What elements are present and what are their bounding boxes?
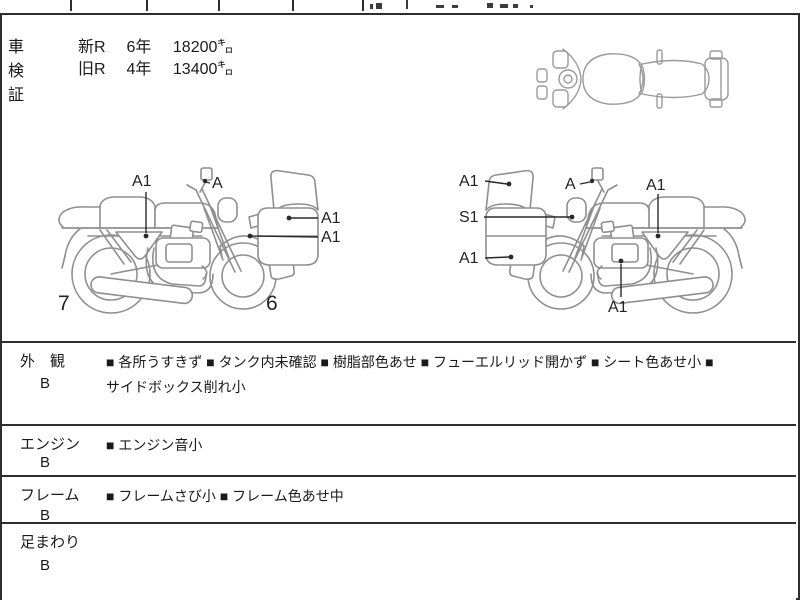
header-text-fragment — [436, 5, 444, 8]
section-engine-label: エンジン — [20, 436, 81, 453]
header-text-fragment — [452, 5, 458, 8]
certificate-label: 車検証 — [8, 39, 27, 104]
header-text-fragment — [487, 3, 493, 8]
section-exterior-grade: B — [40, 375, 51, 392]
right-label-headlight: S1 — [459, 209, 479, 226]
defect-line: ■ エンジン音小 — [106, 437, 203, 453]
left-label-tank-area: A1 — [132, 173, 152, 190]
defect-line: ■ 各所うすきず ■ タンク内未確認 ■ 樹脂部色あせ ■ フューエルリッド開か… — [106, 354, 714, 370]
left-number-7: 7 — [58, 292, 70, 315]
header-text-fragment — [530, 5, 533, 8]
section-frame: フレーム B ■ フレームさび小 ■ フレーム色あせ中 — [2, 475, 796, 524]
right-label-mirror: A — [565, 176, 576, 193]
section-frame-label: フレーム — [20, 487, 80, 504]
motorcycle-left-side-view — [58, 167, 319, 314]
year-old: 4年 — [126, 61, 152, 78]
year-new: 6年 — [126, 39, 152, 56]
right-label-cowl: A1 — [459, 250, 479, 267]
left-number-6: 6 — [266, 292, 278, 315]
header-text-fragment — [370, 4, 373, 9]
section-undercarriage: 足まわり B — [2, 522, 796, 600]
right-label-side-cover: A1 — [646, 177, 666, 194]
header-divider — [70, 0, 72, 11]
right-diagram-callout-dots — [506, 178, 661, 264]
section-exterior-label: 外 観 — [20, 353, 66, 370]
header-text-fragment — [376, 3, 382, 9]
right-diagram-callout-lines — [484, 180, 659, 297]
left-label-cowl-bottom: A1 — [321, 229, 341, 246]
left-diagram-callout-lines — [145, 181, 319, 238]
section-frame-content: ■ フレームさび小 ■ フレーム色あせ中 — [106, 484, 790, 509]
left-diagram-callout-dots — [143, 178, 292, 239]
left-label-cowl-top: A1 — [321, 210, 341, 227]
defect-line: ■ フレームさび小 ■ フレーム色あせ中 — [106, 488, 344, 504]
header-text-fragment — [500, 4, 508, 8]
certificate-rows: 新R 6年 18200㌔ 旧R 4年 13400㌔ — [78, 33, 338, 78]
defect-line: サイドボックス削れ小 — [106, 379, 246, 395]
era-new: 新R — [78, 39, 106, 56]
era-old: 旧R — [78, 61, 106, 78]
section-exterior-content: ■ 各所うすきず ■ タンク内未確認 ■ 樹脂部色あせ ■ フューエルリッド開か… — [106, 350, 790, 400]
section-engine-content: ■ エンジン音小 — [106, 433, 790, 458]
right-label-engine: A1 — [608, 299, 628, 316]
certificate-row-new: 新R 6年 18200㌔ — [78, 33, 338, 56]
right-label-windscreen: A1 — [459, 173, 479, 190]
header-divider — [218, 0, 220, 11]
section-exterior: 外 観 B ■ 各所うすきず ■ タンク内未確認 ■ 樹脂部色あせ ■ フューエ… — [2, 341, 796, 424]
left-label-mirror: A — [212, 175, 223, 192]
certificate-row-old: 旧R 4年 13400㌔ — [78, 55, 338, 78]
section-undercarriage-label: 足まわり — [20, 534, 81, 551]
section-engine-grade: B — [40, 454, 51, 471]
mileage-old: 13400㌔ — [172, 61, 234, 78]
header-divider — [146, 0, 148, 11]
header-text-fragment — [513, 4, 518, 8]
section-undercarriage-grade: B — [40, 557, 51, 574]
header-divider — [292, 0, 294, 11]
section-frame-grade: B — [40, 507, 51, 524]
header-text-fragment — [406, 0, 408, 9]
header-divider — [362, 0, 364, 11]
motorcycle-right-side-view — [485, 167, 746, 314]
section-engine: エンジン B ■ エンジン音小 — [2, 424, 796, 475]
mileage-new: 18200㌔ — [172, 39, 234, 56]
motorcycle-top-view — [536, 48, 729, 110]
